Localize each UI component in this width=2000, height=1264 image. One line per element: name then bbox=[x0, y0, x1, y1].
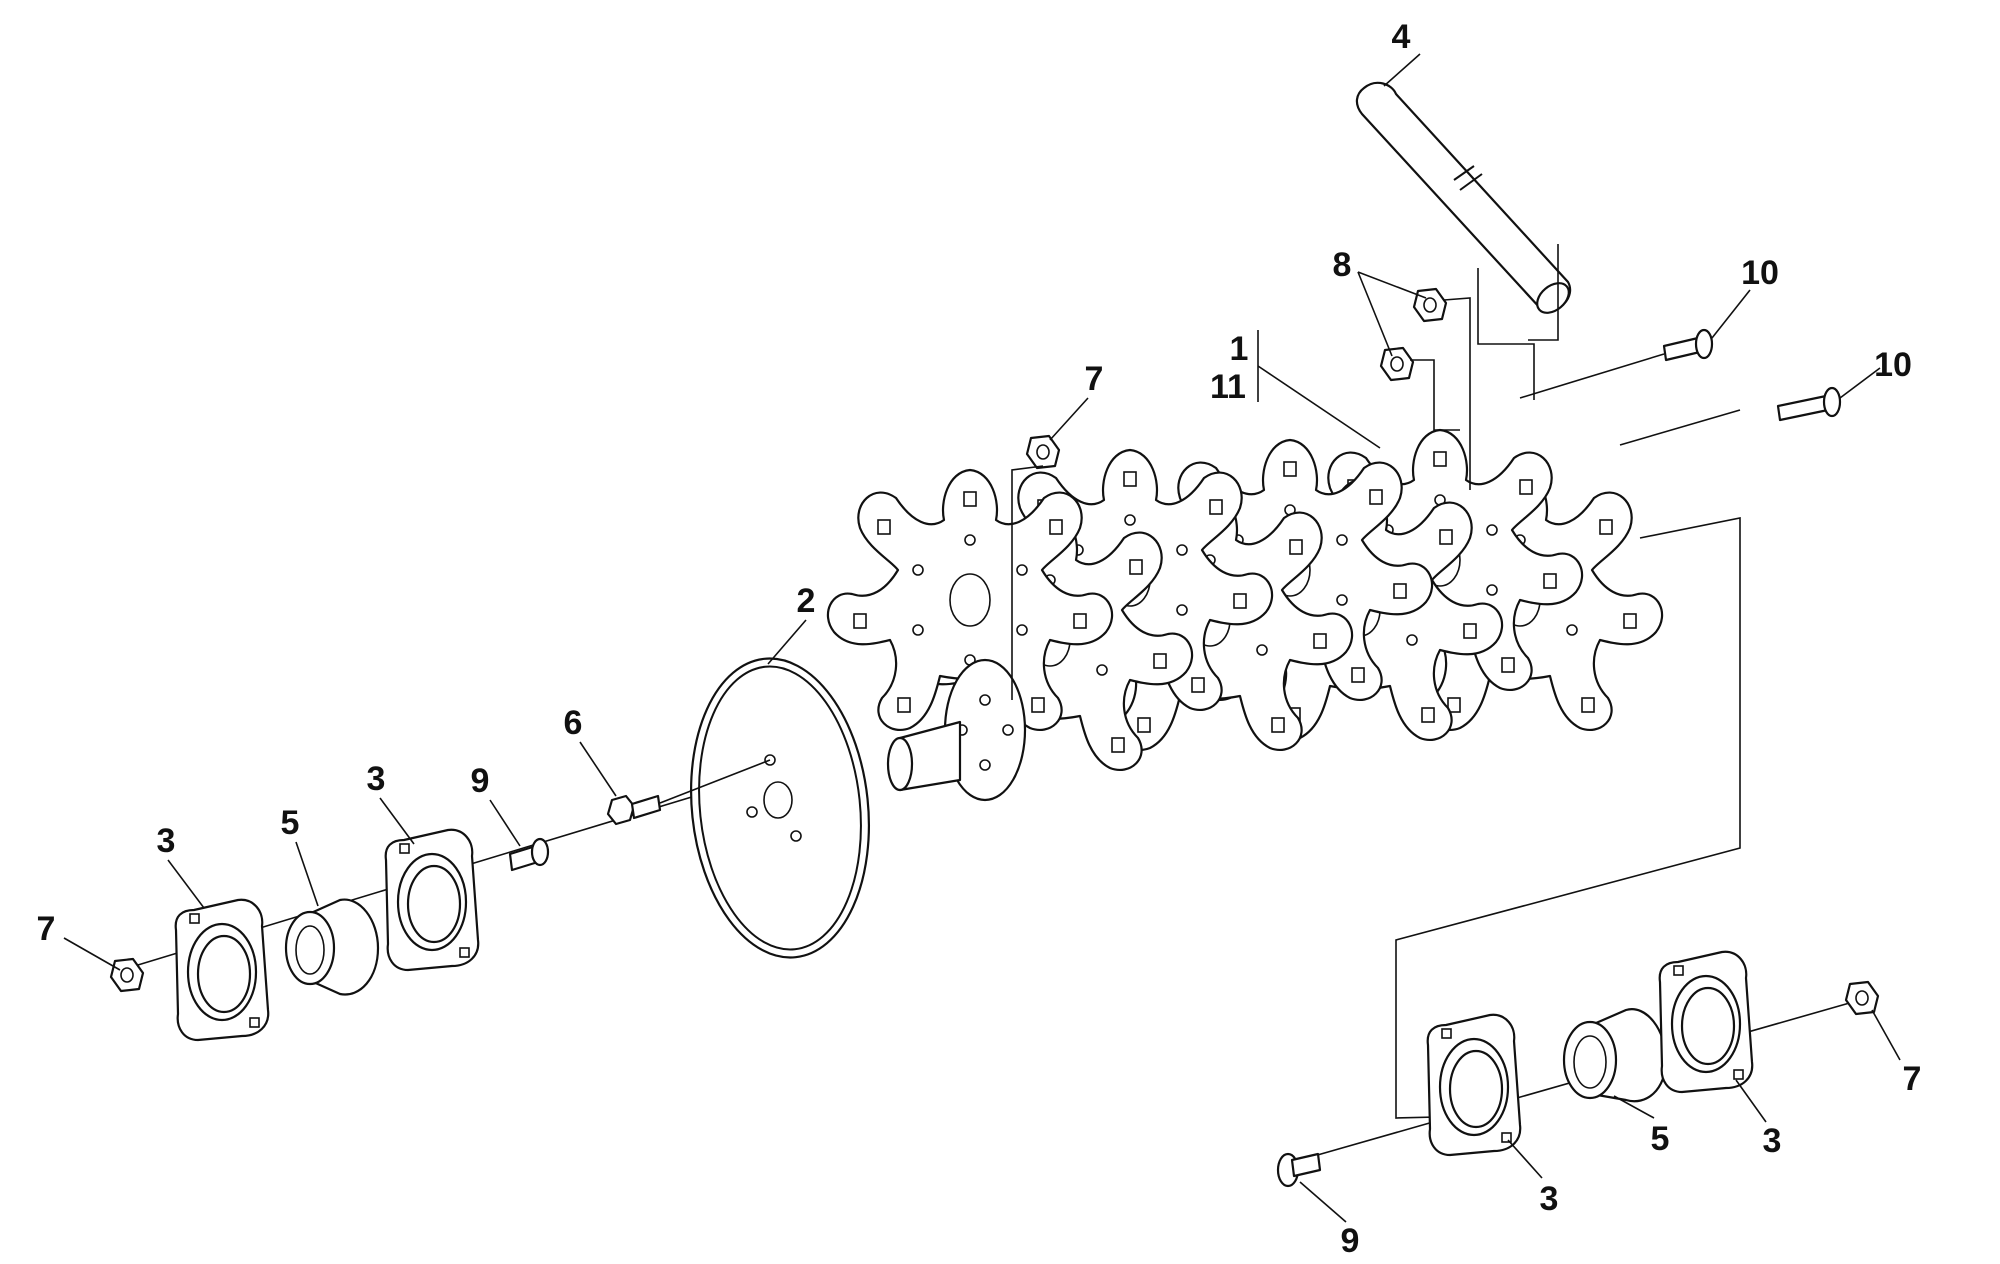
callout-8: 8 bbox=[1333, 246, 1352, 284]
callout-3-right-inner: 3 bbox=[1540, 1180, 1559, 1218]
bolt-10-upper bbox=[1519, 328, 1714, 399]
callout-6: 6 bbox=[564, 704, 583, 742]
callout-9-right: 9 bbox=[1341, 1222, 1360, 1260]
bearing-left bbox=[284, 898, 380, 996]
callout-2: 2 bbox=[797, 582, 816, 620]
callout-3-left-inner: 3 bbox=[367, 760, 386, 798]
callout-3-right-outer: 3 bbox=[1763, 1122, 1782, 1160]
callout-9-left: 9 bbox=[471, 762, 490, 800]
bolt-10-lower bbox=[1776, 386, 1842, 422]
callout-7-right: 7 bbox=[1903, 1060, 1922, 1098]
nut-8-upper bbox=[1412, 287, 1448, 323]
bolt-6 bbox=[606, 759, 771, 826]
callout-11: 11 bbox=[1210, 368, 1246, 406]
callout-7-left: 7 bbox=[37, 910, 56, 948]
callout-3-left-outer: 3 bbox=[157, 822, 176, 860]
flange-right-outer bbox=[1658, 950, 1754, 1094]
flange-right-inner bbox=[1426, 1013, 1522, 1157]
bolt-9-right bbox=[1276, 1152, 1322, 1188]
nut-8-lower bbox=[1379, 346, 1415, 382]
callout-10-lower: 10 bbox=[1874, 346, 1912, 384]
callout-10-upper: 10 bbox=[1741, 254, 1779, 292]
handle-4 bbox=[1355, 81, 1572, 314]
nut-7-left bbox=[109, 957, 145, 993]
flange-left-inner bbox=[384, 828, 480, 972]
callout-5-right: 5 bbox=[1651, 1120, 1670, 1158]
callout-4: 4 bbox=[1392, 18, 1411, 56]
leader-lines bbox=[63, 53, 1901, 1223]
callout-1: 1 bbox=[1230, 330, 1249, 368]
nut-7-top bbox=[1025, 434, 1061, 470]
scraper-disc bbox=[689, 657, 871, 959]
callout-7-top: 7 bbox=[1085, 360, 1104, 398]
flange-left-outer bbox=[174, 898, 270, 1042]
nut-7-right bbox=[1844, 980, 1880, 1016]
bolt-9-left bbox=[508, 837, 550, 872]
bearing-right bbox=[1562, 1008, 1668, 1103]
callout-5-left: 5 bbox=[281, 804, 300, 842]
rotor-hub bbox=[886, 658, 1027, 802]
